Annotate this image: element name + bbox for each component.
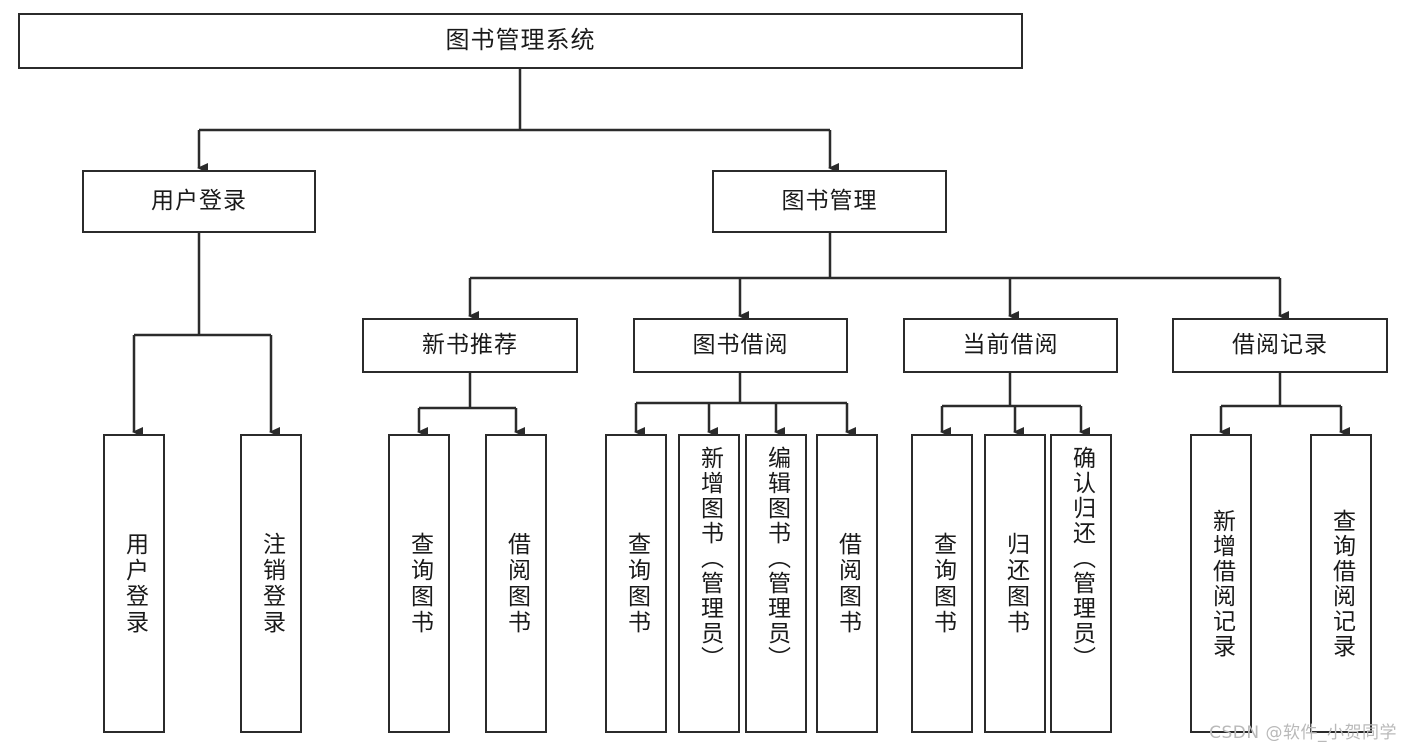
leaf-label-return-book: 归还图书 [1002,531,1029,636]
leaf-label-borrow-book: 借阅图书 [834,531,861,636]
leaf-query-book-borrow[interactable]: 查询图书 [605,434,667,733]
leaf-label-query-book-borrow: 查询图书 [623,531,650,636]
node-label-new-book-recommend: 新书推荐 [422,332,518,359]
node-new-book-recommend[interactable]: 新书推荐 [362,318,578,373]
leaf-label-user-logout: 注销登录 [258,531,285,636]
leaf-borrow-book[interactable]: 借阅图书 [816,434,878,733]
leaf-query-book-recommend[interactable]: 查询图书 [388,434,450,733]
node-current-borrow[interactable]: 当前借阅 [903,318,1118,373]
leaf-edit-book-admin[interactable]: 编辑图书（管理员） [745,434,807,733]
node-label-book-management: 图书管理 [781,188,878,215]
leaf-label-query-book-recommend: 查询图书 [406,531,433,636]
leaf-borrow-book-recommend[interactable]: 借阅图书 [485,434,547,733]
leaf-add-book-admin[interactable]: 新增图书（管理员） [678,434,740,733]
leaf-label-borrow-book-recommend: 借阅图书 [503,531,530,636]
leaf-add-borrow-record[interactable]: 新增借阅记录 [1190,434,1252,733]
leaf-label-add-borrow-record: 新增借阅记录 [1208,508,1235,659]
leaf-label-edit-book-admin: 编辑图书（管理员） [763,446,790,671]
leaf-label-query-book-current: 查询图书 [929,531,956,636]
leaf-label-confirm-return-admin: 确认归还（管理员） [1068,446,1095,671]
leaf-label-add-book-admin: 新增图书（管理员） [696,446,723,671]
node-book-management[interactable]: 图书管理 [712,170,947,233]
node-user-login[interactable]: 用户登录 [82,170,316,233]
leaf-label-query-borrow-record: 查询借阅记录 [1328,508,1355,659]
node-label-root: 图书管理系统 [445,26,596,55]
leaf-user-login[interactable]: 用户登录 [103,434,165,733]
leaf-query-borrow-record[interactable]: 查询借阅记录 [1310,434,1372,733]
node-label-user-login: 用户登录 [151,188,247,215]
csdn-watermark: CSDN @软件_小贺同学 [1209,723,1397,743]
node-book-borrow[interactable]: 图书借阅 [633,318,848,373]
leaf-user-logout[interactable]: 注销登录 [240,434,302,733]
node-borrow-record[interactable]: 借阅记录 [1172,318,1388,373]
node-label-borrow-record: 借阅记录 [1232,332,1328,359]
leaf-query-book-current[interactable]: 查询图书 [911,434,973,733]
node-root-system[interactable]: 图书管理系统 [18,13,1023,69]
leaf-confirm-return-admin[interactable]: 确认归还（管理员） [1050,434,1112,733]
node-label-book-borrow: 图书借阅 [692,332,789,359]
node-label-current-borrow: 当前借阅 [962,332,1059,359]
leaf-return-book[interactable]: 归还图书 [984,434,1046,733]
leaf-label-user-login: 用户登录 [121,531,148,636]
